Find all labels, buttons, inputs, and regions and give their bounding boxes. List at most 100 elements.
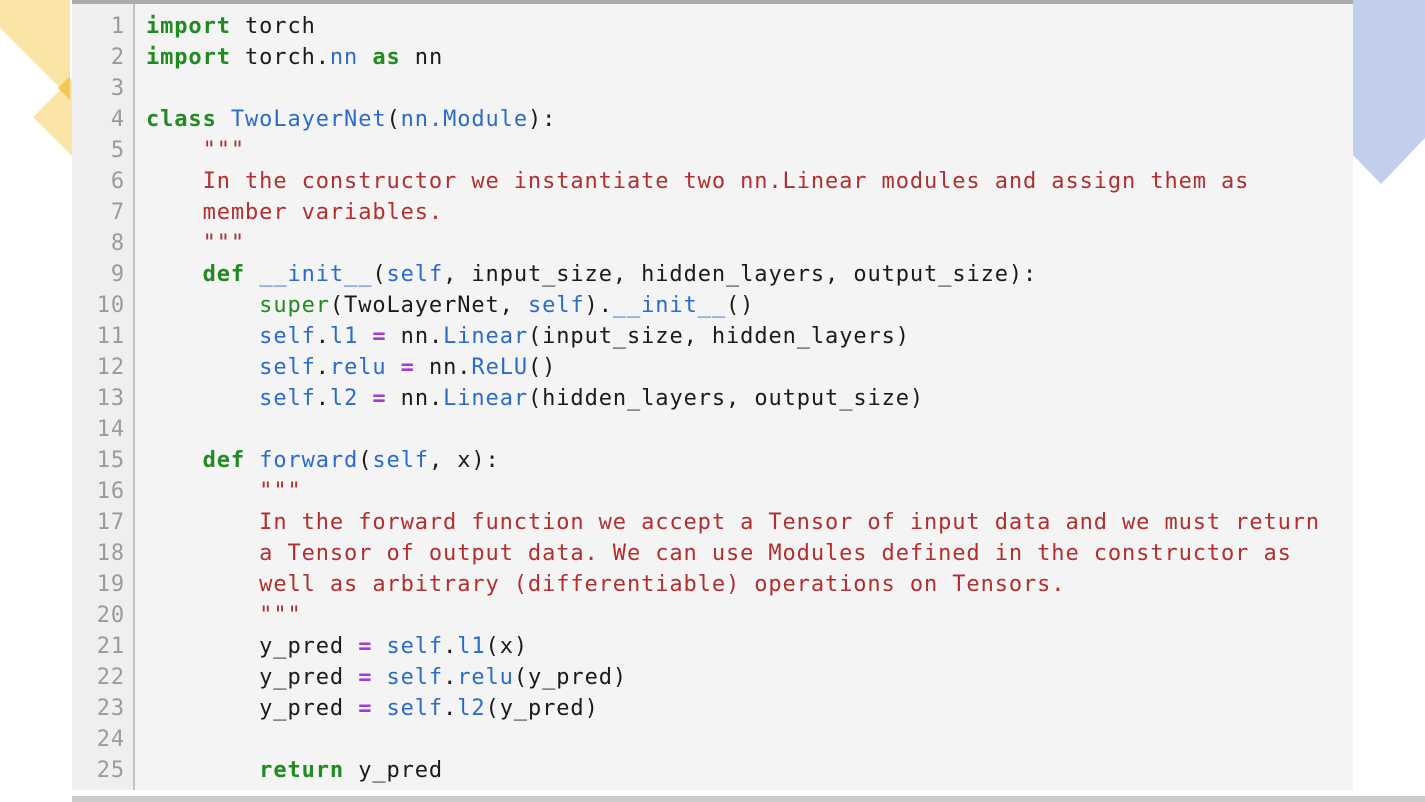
token-pl — [146, 138, 203, 163]
line-number: 6 — [110, 169, 125, 194]
line-number: 16 — [96, 479, 125, 504]
line-number: 8 — [110, 231, 125, 256]
yellow-diamond-top-left — [0, 0, 70, 94]
token-st: """ — [202, 231, 246, 256]
line-number: 15 — [96, 448, 125, 473]
token-sf: self — [259, 386, 316, 411]
line-number: 25 — [96, 758, 125, 783]
token-sf: self — [527, 293, 585, 318]
token-nm: TwoLayerNet — [230, 107, 387, 132]
token-pl — [146, 572, 259, 597]
code-line: member variables. — [146, 197, 1353, 228]
token-pl — [146, 758, 259, 783]
token-kw: def — [202, 262, 246, 287]
blue-pentagon-top-right — [1353, 0, 1425, 184]
token-pl: ). — [584, 293, 613, 318]
top-divider — [72, 0, 1353, 4]
line-number: 17 — [96, 510, 125, 535]
code-line: self.relu = nn.ReLU() — [146, 352, 1353, 383]
code-pane: import torch import torch.nn as nn class T… — [135, 0, 1353, 790]
token-pl: nn. — [386, 386, 444, 411]
token-pl — [245, 262, 259, 287]
code-line: y_pred = self.l2(y_pred) — [146, 693, 1353, 724]
code-line: """ — [146, 600, 1353, 631]
token-pl — [146, 386, 259, 411]
token-kw: import — [146, 45, 231, 70]
line-number: 20 — [96, 603, 125, 628]
token-sf: self — [386, 696, 444, 721]
line-number: 21 — [96, 634, 125, 659]
bottom-divider — [72, 796, 1425, 802]
token-pl: . — [443, 634, 458, 659]
token-nm: l2 — [457, 696, 486, 721]
token-pl — [387, 355, 401, 380]
token-pl: (input_size, hidden_layers) — [528, 324, 910, 349]
token-pl: nn. — [414, 355, 472, 380]
token-pl: y_pred — [146, 696, 359, 721]
line-number: 19 — [96, 572, 125, 597]
code-line: self.l1 = nn.Linear(input_size, hidden_l… — [146, 321, 1353, 352]
code-line: y_pred = self.relu(y_pred) — [146, 662, 1353, 693]
code-line — [146, 414, 1353, 445]
token-op: = — [372, 324, 387, 349]
token-pl: (TwoLayerNet, — [329, 293, 528, 318]
token-pl: . — [443, 696, 458, 721]
token-kw: class — [146, 107, 217, 132]
token-pl — [146, 479, 259, 504]
token-pl: . — [315, 324, 330, 349]
token-nm: __init__ — [612, 293, 727, 318]
token-pl: , x): — [428, 448, 500, 473]
token-pl — [358, 386, 372, 411]
line-number: 5 — [110, 138, 125, 163]
token-pl: y_pred — [146, 665, 359, 690]
token-nm: Linear — [443, 386, 528, 411]
token-pl — [146, 200, 203, 225]
token-pl: ( — [358, 448, 373, 473]
token-st: a Tensor of output data. We can use Modu… — [259, 541, 1292, 566]
token-pl — [372, 665, 386, 690]
token-pl: () — [726, 293, 755, 318]
token-pl — [146, 169, 203, 194]
token-st: """ — [259, 479, 302, 504]
token-pl: y_pred — [146, 634, 359, 659]
token-nm: __init__ — [259, 262, 373, 287]
code-line: class TwoLayerNet(nn.Module): — [146, 104, 1353, 135]
token-nm: relu — [329, 355, 387, 380]
token-st: In the constructor we instantiate two nn… — [202, 169, 1250, 194]
token-pl — [146, 293, 259, 318]
token-kw: def — [202, 448, 246, 473]
token-op: = — [358, 665, 373, 690]
code-line: import torch.nn as nn — [146, 42, 1353, 73]
token-nm: ReLU — [471, 355, 529, 380]
token-sf: self — [386, 262, 444, 287]
token-pl — [146, 541, 259, 566]
token-sf: self — [259, 355, 316, 380]
token-op: = — [358, 634, 373, 659]
code-line — [146, 73, 1353, 104]
line-number: 24 — [96, 727, 125, 752]
token-sf: self — [259, 324, 316, 349]
token-op: = — [358, 696, 373, 721]
code-line: def forward(self, x): — [146, 445, 1353, 476]
token-pl: ( — [386, 107, 401, 132]
token-pl: . — [315, 386, 330, 411]
token-pl: ( — [372, 262, 387, 287]
token-pl: , input_size, hidden_layers, output_size… — [443, 262, 1038, 287]
token-pl: () — [528, 355, 557, 380]
code-line: In the constructor we instantiate two nn… — [146, 166, 1353, 197]
code-line: y_pred = self.l1(x) — [146, 631, 1353, 662]
token-pl: (y_pred) — [513, 665, 628, 690]
token-pl: torch — [230, 14, 316, 39]
code-line: """ — [146, 476, 1353, 507]
token-pl — [245, 448, 259, 473]
token-pl — [372, 696, 386, 721]
line-number: 14 — [96, 417, 125, 442]
token-pl — [146, 603, 259, 628]
token-pl — [146, 355, 259, 380]
token-pl: y_pred — [344, 758, 444, 783]
token-sf: self — [386, 634, 444, 659]
code-line: """ — [146, 228, 1353, 259]
token-pl: (hidden_layers, output_size) — [528, 386, 925, 411]
token-sf: self — [386, 665, 444, 690]
